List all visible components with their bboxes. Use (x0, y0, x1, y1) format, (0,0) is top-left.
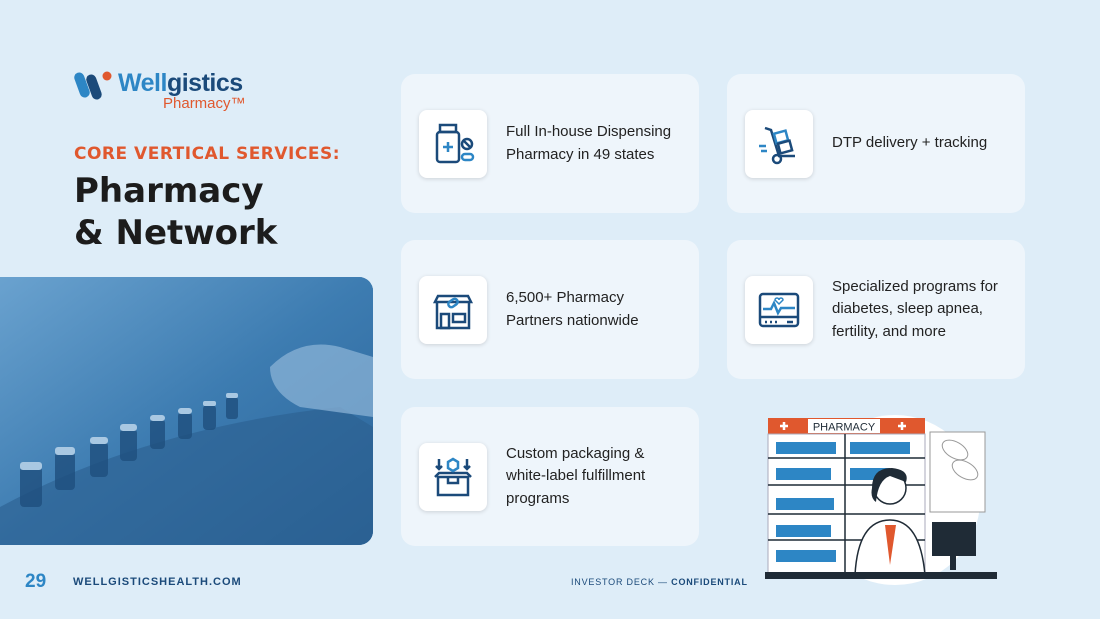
delivery-dolly-icon (745, 109, 813, 178)
service-card-packaging: Custom packaging & white-label fulfillmen… (401, 407, 699, 546)
page-title: Pharmacy & Network (74, 170, 277, 254)
package-box-icon (419, 442, 487, 511)
pharmacist-illustration: PHARMACY (760, 410, 1010, 590)
footer-right-plain: INVESTOR DECK — (571, 577, 672, 587)
logo-sub: Pharmacy™ (163, 95, 246, 112)
medicine-bottle-icon (419, 109, 487, 178)
card-text-line: Partners nationwide (506, 311, 639, 329)
card-text-line: DTP delivery + tracking (832, 134, 988, 152)
eyebrow: CORE VERTICAL SERVICES: (74, 144, 341, 164)
card-text-line: white-label fulfillment (506, 467, 646, 485)
title-line-2: & Network (74, 213, 278, 253)
logo-word-bold: gistics (166, 69, 243, 97)
logo-mark-icon (74, 71, 112, 100)
footer-url[interactable]: WELLGISTICSHEALTH.COM (73, 576, 242, 588)
wellgistics-logo: Wellgistics Pharmacy™ (74, 70, 246, 112)
card-text-line: fertility, and more (832, 322, 946, 340)
health-monitor-icon (745, 275, 813, 344)
service-card-delivery: DTP delivery + tracking (727, 74, 1025, 213)
pharmacy-production-photo (0, 277, 373, 545)
card-text-line: Pharmacy in 49 states (506, 145, 655, 163)
page-number: 29 (25, 571, 47, 592)
title-line-1: Pharmacy (74, 171, 264, 211)
card-text-line: programs (506, 489, 570, 507)
pharmacy-store-icon (419, 275, 487, 344)
footer-confidential: INVESTOR DECK — CONFIDENTIAL (571, 577, 748, 587)
service-card-programs: Specialized programs for diabetes, sleep … (727, 240, 1025, 379)
card-text-line: diabetes, sleep apnea, (832, 300, 983, 318)
card-text-line: Custom packaging & (506, 444, 645, 462)
pharmacy-sign: PHARMACY (813, 422, 876, 434)
footer-right-bold: CONFIDENTIAL (671, 577, 748, 587)
card-text-line: Specialized programs for (832, 277, 998, 295)
card-text-line: 6,500+ Pharmacy (506, 289, 624, 306)
logo-word-light: Well (118, 69, 167, 97)
card-text-line: Full In-house Dispensing (506, 123, 672, 140)
